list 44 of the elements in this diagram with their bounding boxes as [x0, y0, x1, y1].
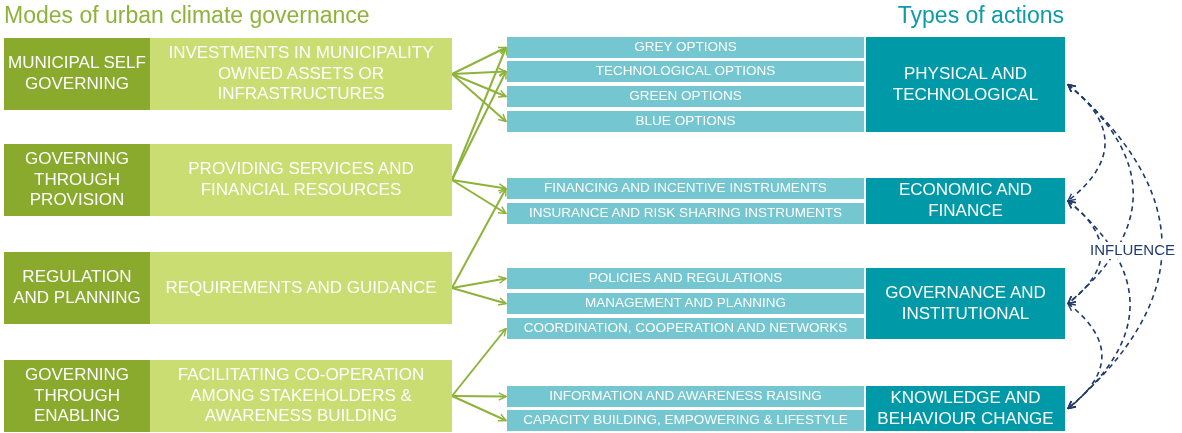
section-heading: Modes of urban climate governance [4, 2, 370, 29]
arrow [451, 187, 507, 289]
option-bar: GREEN OPTIONS [507, 86, 864, 107]
option-bar: TECHNOLOGICAL OPTIONS [507, 61, 864, 82]
governance-mode-box: GOVERNING THROUGH PROVISION [4, 144, 150, 216]
option-bar: BLUE OPTIONS [507, 111, 864, 132]
arrow [451, 395, 507, 422]
option-bar: FINANCING AND INCENTIVE INSTRUMENTS [507, 178, 864, 199]
instrument-box: INVESTMENTS IN MUNICIPALITY OWNED ASSETS OR INFRASTRUCTURES [150, 38, 452, 110]
instrument-box: REQUIREMENTS AND GUIDANCE [150, 252, 452, 324]
instrument-box: PROVIDING SERVICES AND FINANCIAL RESOURCES [150, 144, 452, 216]
action-type-box: KNOWLEDGE AND BEHAVIOUR CHANGE [866, 386, 1065, 431]
instrument-box: FACILITATING CO-OPERATION AMONG STAKEHOLDERS & AWARENESS BUILDING [150, 360, 452, 432]
influence-label: INFLUENCE [1090, 242, 1175, 259]
dashed-arrow [1067, 200, 1131, 410]
dashed-arrow [1067, 302, 1103, 410]
arrow [451, 392, 507, 401]
dashed-arrow [1067, 83, 1163, 410]
arrow [451, 179, 507, 215]
governance-mode-box: REGULATION AND PLANNING [4, 252, 150, 324]
arrow [451, 70, 507, 181]
arrow [451, 46, 507, 75]
dashed-arrow [1067, 200, 1102, 305]
option-bar: MANAGEMENT AND PLANNING [507, 293, 864, 314]
option-bar: COORDINATION, COOPERATION AND NETWORKS [507, 318, 864, 339]
option-bar: INSURANCE AND RISK SHARING INSTRUMENTS [507, 203, 864, 224]
option-bar: POLICIES AND REGULATIONS [507, 268, 864, 289]
arrow [451, 73, 507, 123]
arrow [451, 73, 507, 98]
arrow [451, 327, 507, 397]
governance-mode-box: GOVERNING THROUGH ENABLING [4, 360, 150, 432]
governance-mode-box: MUNICIPAL SELF GOVERNING [4, 38, 150, 110]
arrow [451, 179, 507, 192]
dashed-arrow [1067, 83, 1106, 202]
arrow [451, 67, 507, 77]
action-type-box: PHYSICAL AND TECHNOLOGICAL [866, 37, 1065, 132]
action-type-box: GOVERNANCE AND INSTITUTIONAL [866, 268, 1065, 339]
action-type-box: ECONOMIC AND FINANCE [866, 178, 1065, 224]
option-bar: GREY OPTIONS [507, 37, 864, 58]
option-bar: INFORMATION AND AWARENESS RAISING [507, 386, 864, 407]
arrow [451, 275, 507, 289]
option-bar: CAPACITY BUILDING, EMPOWERING & LIFESTYLE [507, 410, 864, 431]
section-heading: Types of actions [897, 2, 1064, 29]
arrow [451, 287, 507, 306]
